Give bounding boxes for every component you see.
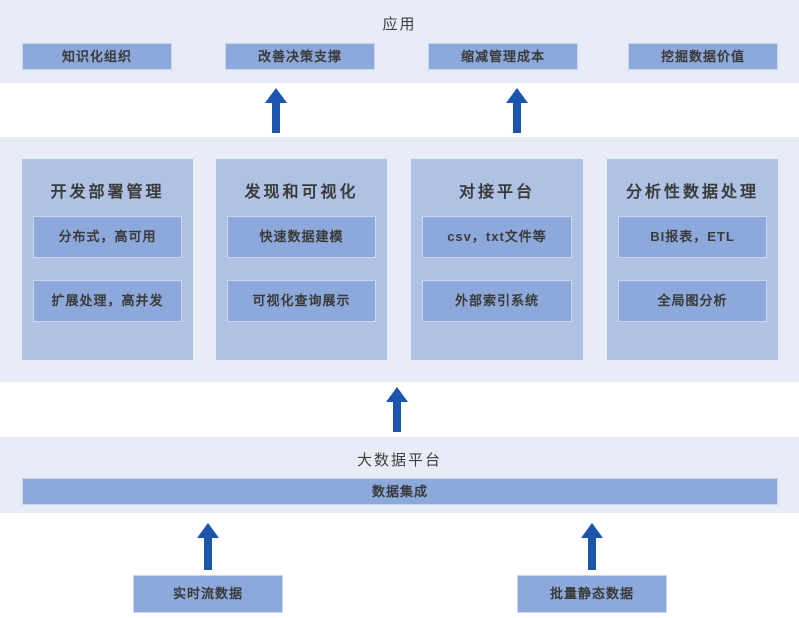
data-integration-bar: 数据集成	[22, 478, 778, 505]
source-box-realtime-stream: 实时流数据	[133, 575, 283, 613]
arrow-head	[197, 523, 219, 538]
application-layer-title: 应用	[382, 16, 417, 33]
feature-box: 分布式，高可用	[33, 216, 182, 258]
arrow-shaft	[393, 402, 401, 432]
column-dev-deploy: 开发部署管理 分布式，高可用 扩展处理，高并发	[22, 159, 193, 360]
platform-layer-band: 大数据平台 数据集成	[0, 437, 799, 513]
arrow-shaft	[513, 103, 521, 133]
application-layer-band: 应用 知识化组织 改善决策支撑 缩减管理成本 挖掘数据价值	[0, 0, 799, 83]
app-box-cost-reduction: 缩减管理成本	[428, 43, 578, 70]
feature-box: csv，txt文件等	[422, 216, 572, 258]
up-arrow-icon	[265, 88, 287, 133]
platform-layer-title: 大数据平台	[356, 452, 442, 469]
feature-box: 快速数据建模	[227, 216, 376, 258]
feature-box: 外部索引系统	[422, 280, 572, 322]
column-title: 开发部署管理	[50, 184, 165, 201]
source-box-batch-static: 批量静态数据	[517, 575, 667, 613]
feature-box: 扩展处理，高并发	[33, 280, 182, 322]
feature-box: BI报表，ETL	[618, 216, 767, 258]
up-arrow-icon	[506, 88, 528, 133]
up-arrow-icon	[386, 387, 408, 432]
up-arrow-icon	[581, 523, 603, 570]
arrow-head	[506, 88, 528, 103]
arrow-shaft	[272, 103, 280, 133]
feature-box: 全局图分析	[618, 280, 767, 322]
column-title: 发现和可视化	[244, 184, 359, 201]
arrow-head	[581, 523, 603, 538]
feature-box: 可视化查询展示	[227, 280, 376, 322]
column-title: 对接平台	[458, 184, 535, 201]
capability-layer-band: 开发部署管理 分布式，高可用 扩展处理，高并发 发现和可视化 快速数据建模 可视…	[0, 137, 799, 382]
app-box-data-value: 挖掘数据价值	[628, 43, 778, 70]
column-integration-platform: 对接平台 csv，txt文件等 外部索引系统	[411, 159, 583, 360]
column-analytics-processing: 分析性数据处理 BI报表，ETL 全局图分析	[607, 159, 778, 360]
column-title: 分析性数据处理	[625, 184, 759, 201]
app-box-decision-support: 改善决策支撑	[225, 43, 375, 70]
column-discovery-viz: 发现和可视化 快速数据建模 可视化查询展示	[216, 159, 387, 360]
app-box-knowledge-org: 知识化组织	[22, 43, 172, 70]
up-arrow-icon	[197, 523, 219, 570]
arrow-shaft	[588, 538, 596, 570]
arrow-shaft	[204, 538, 212, 570]
arrow-head	[265, 88, 287, 103]
arrow-head	[386, 387, 408, 402]
